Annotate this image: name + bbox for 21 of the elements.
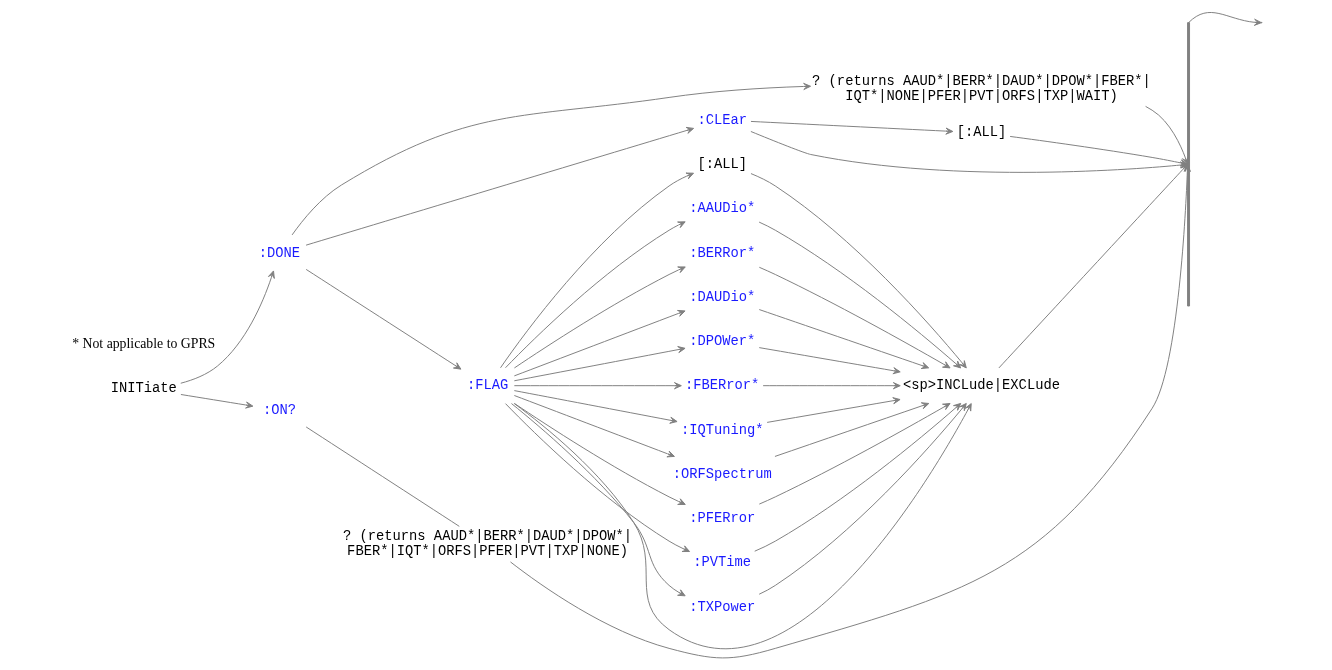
label: * Not applicable to GPRS: [72, 336, 216, 352]
node-text: :IQTuning*: [680, 422, 764, 438]
node-text: [:ALL]: [697, 156, 748, 172]
node-text: :BERRor*: [689, 245, 756, 261]
node-text: :PFERror: [689, 511, 756, 527]
node-text: :DONE: [258, 245, 301, 261]
node-text: :DAUDio*: [689, 289, 756, 305]
node-text: :DPOWer*: [689, 334, 756, 350]
node-text: :ON?: [262, 402, 297, 418]
node-text: :AAUDio*: [689, 201, 756, 217]
node-text: :FBERror*: [685, 378, 760, 394]
node-text: INITiate: [110, 381, 177, 397]
node-text: :PVTime: [693, 555, 752, 571]
node-text: :TXPower: [689, 599, 756, 615]
node-text: ? (returns AAUD*|BERR*|DAUD*|DPOW*| FBER*|IQT*|ORFS|PFER|PVT|TXP|NONE): [343, 529, 633, 560]
node-text: ? (returns AAUD*|BERR*|DAUD*|DPOW*|FBER*| IQT*|NONE|PFER|PVT|ORFS|TXP|WAIT): [812, 73, 1151, 104]
node-text: :FLAG: [466, 378, 509, 394]
node-text: :CLEar: [697, 112, 748, 128]
node-text: [:ALL]: [956, 125, 1007, 141]
node-text: :ORFSpectrum: [672, 466, 772, 482]
node-text: <sp>INCLude|EXCLude: [902, 378, 1060, 394]
